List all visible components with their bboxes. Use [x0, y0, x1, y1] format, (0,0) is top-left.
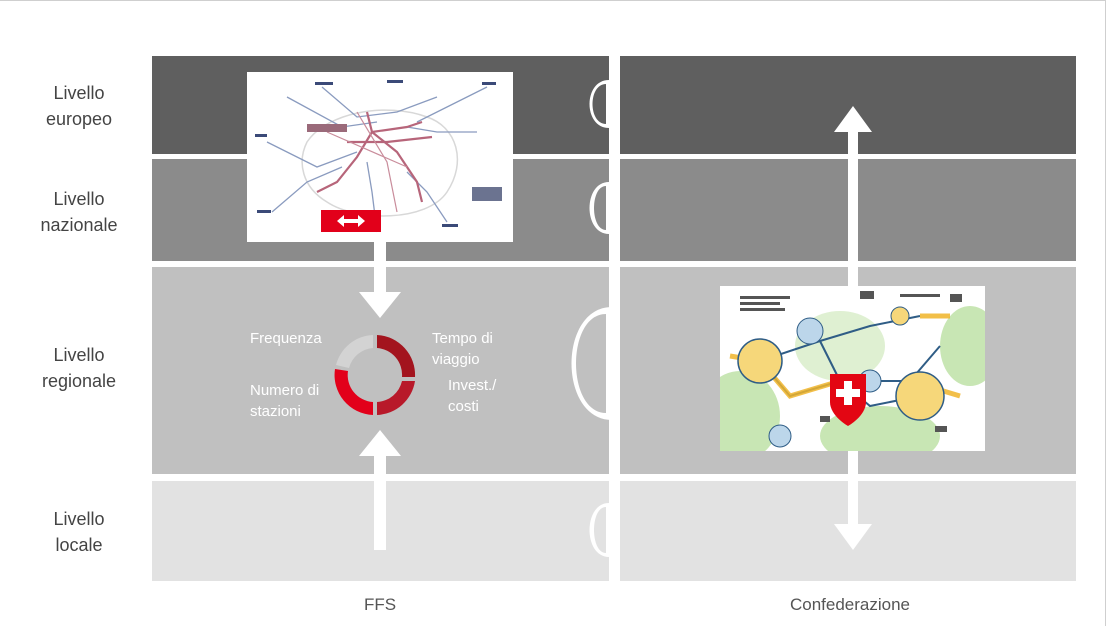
regional-illustration-icon — [720, 286, 985, 451]
puzzle-knob-local-fill — [594, 507, 606, 553]
arrow-down-to-regional — [359, 238, 401, 318]
cycle-segment-frequency — [336, 335, 373, 368]
puzzle-knob-national-fill — [594, 186, 606, 230]
cycle-ring — [334, 335, 416, 415]
rail-network-map — [247, 72, 513, 242]
cycle-segment-travel-time — [377, 335, 416, 377]
cycle-segment-stations — [334, 369, 373, 415]
column-label-confederation: Confederazione — [789, 595, 911, 614]
cycle-label-frequency: Frequenza — [250, 330, 322, 347]
regional-network-illustration — [720, 286, 985, 451]
cycle-label-investment-costs: Invest./costi — [448, 377, 497, 415]
column-label-ffs: FFS — [363, 595, 397, 614]
arrow-up-from-local — [359, 430, 401, 550]
network-map-icon — [247, 72, 513, 242]
puzzle-knob-european-fill — [592, 84, 606, 124]
puzzle-knob-regional-fill — [576, 314, 606, 413]
cycle-segment-cost — [377, 381, 415, 415]
